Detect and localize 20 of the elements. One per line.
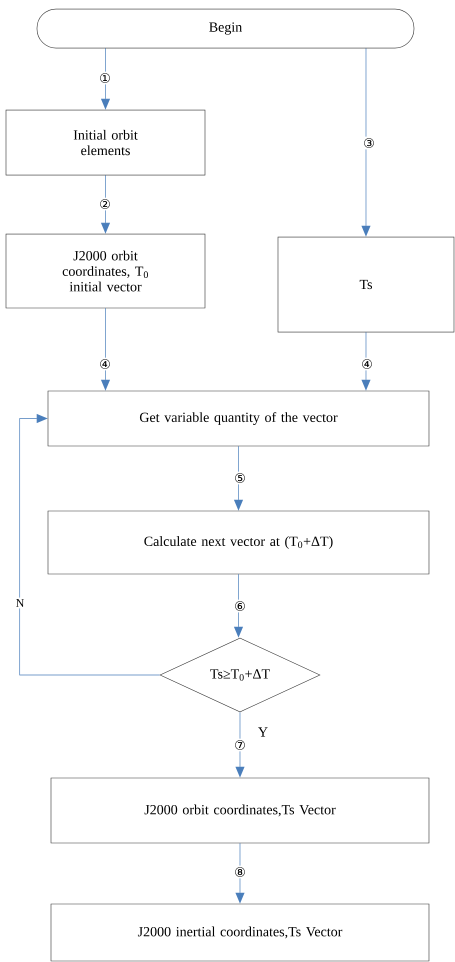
terminal-box: Begin [36, 8, 414, 48]
process-box: J2000 orbit coordinates,Ts Vector [50, 778, 430, 844]
arrow [19, 414, 160, 676]
edge-label: N [14, 598, 26, 608]
edge-label: ⑦ [232, 738, 248, 752]
edge-label: ② [98, 198, 112, 210]
edge-label: ③ [362, 136, 376, 150]
branch-label: Y [258, 727, 268, 737]
edge-label: ④ [98, 358, 112, 370]
process-box: Initial orbit elements [6, 110, 206, 176]
edge-label: ⑥ [232, 600, 248, 612]
edge-label: ⑧ [232, 866, 248, 878]
process-box: Get variable quantity of the vector [48, 390, 430, 446]
process-box: Calculate next vector at (T$_{0}$+ΔT) [48, 510, 430, 574]
edge-label: ① [98, 72, 112, 84]
process-box: Ts [278, 236, 454, 332]
process-box: J2000 orbit coordinates, T$_{0}$ initial vector [6, 234, 206, 308]
edge-label: ④ [360, 358, 374, 370]
process-box: J2000 inertial coordinates,Ts Vector [50, 904, 430, 962]
edge-label: ⑤ [232, 472, 248, 484]
